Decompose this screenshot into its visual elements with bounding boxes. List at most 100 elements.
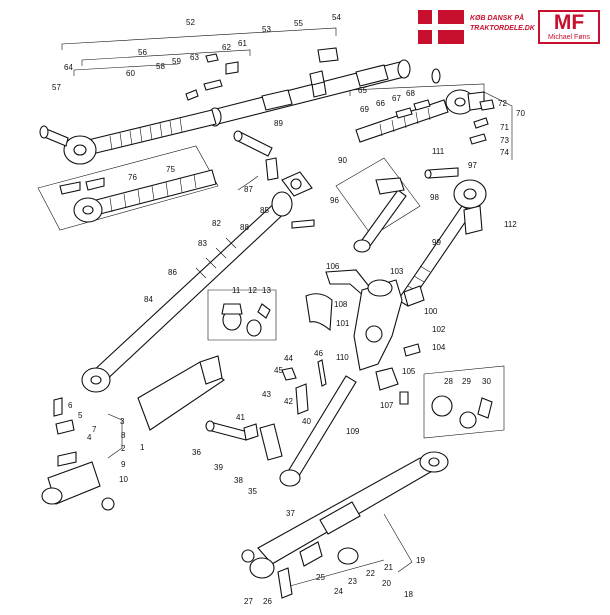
callout-4: 4 <box>87 433 92 442</box>
callout-35: 35 <box>248 487 257 496</box>
callout-40: 40 <box>302 417 311 426</box>
callout-36: 36 <box>192 448 201 457</box>
callout-19: 19 <box>416 556 425 565</box>
callout-59: 59 <box>172 57 181 66</box>
callout-66: 66 <box>376 99 385 108</box>
callout-57: 57 <box>52 83 61 92</box>
callout-97: 97 <box>468 161 477 170</box>
callout-67: 67 <box>392 94 401 103</box>
callout-41: 41 <box>236 413 245 422</box>
callout-10: 10 <box>119 475 128 484</box>
logo-text: MF <box>553 11 585 34</box>
top-link-group-outline <box>61 27 513 160</box>
callout-37: 37 <box>286 509 295 518</box>
callout-82: 82 <box>212 219 221 228</box>
callout-62: 62 <box>222 43 231 52</box>
callout-43: 43 <box>262 390 271 399</box>
callout-3: 3 <box>120 417 125 426</box>
callout-89: 89 <box>274 119 283 128</box>
callout-2: 2 <box>121 444 126 453</box>
slogan-line-2: TRAKTORDELE.DK <box>470 25 535 32</box>
callout-42: 42 <box>284 397 293 406</box>
callout-104: 104 <box>432 343 446 352</box>
callout-70: 70 <box>516 109 525 118</box>
top-link-inset <box>37 145 219 231</box>
callout-labels: 1 2 3 4 5 6 7 8 9 10 11 12 13 18 19 20 2… <box>52 13 525 606</box>
callout-71: 71 <box>500 123 509 132</box>
callout-109: 109 <box>346 427 360 436</box>
callout-52: 52 <box>186 18 195 27</box>
mf-logo: MF Michael Føns <box>538 10 600 44</box>
callout-25: 25 <box>316 573 325 582</box>
callout-1: 1 <box>140 443 145 452</box>
callout-46: 46 <box>314 349 323 358</box>
top-link-small-pins <box>185 47 495 145</box>
bushing-inset-28-30 <box>423 365 505 439</box>
lift-rod-right <box>397 167 487 307</box>
callout-11: 11 <box>232 286 241 295</box>
callout-96: 96 <box>330 196 339 205</box>
callout-99: 99 <box>432 238 441 247</box>
levelling-inset <box>335 157 421 253</box>
callout-88: 88 <box>240 223 249 232</box>
pin-89 <box>233 130 273 157</box>
callout-100: 100 <box>424 307 438 316</box>
callout-24: 24 <box>334 587 343 596</box>
callout-85: 85 <box>260 206 269 215</box>
callout-112: 112 <box>504 220 517 229</box>
callout-68: 68 <box>406 89 415 98</box>
callout-23: 23 <box>348 577 357 586</box>
callout-55: 55 <box>294 19 303 28</box>
top-link-left-end <box>39 109 217 165</box>
callout-73: 73 <box>500 136 509 145</box>
callout-8: 8 <box>121 431 126 440</box>
callout-69: 69 <box>360 105 369 114</box>
callout-110: 110 <box>336 353 349 362</box>
callout-22: 22 <box>366 569 375 578</box>
callout-26: 26 <box>263 597 272 606</box>
callout-45: 45 <box>274 366 283 375</box>
logo-subtitle: Michael Føns <box>547 34 590 41</box>
callout-28: 28 <box>444 377 453 386</box>
callout-107: 107 <box>380 401 394 410</box>
stabiliser-assembly <box>137 355 357 487</box>
callout-83: 83 <box>198 239 207 248</box>
brand-slogan: KØB DANSK PÅ TRAKTORDELE.DK <box>470 14 540 34</box>
callout-39: 39 <box>214 463 223 472</box>
callout-18: 18 <box>404 590 413 599</box>
danish-flag-icon <box>418 10 464 44</box>
callout-58: 58 <box>156 62 165 71</box>
callout-72: 72 <box>498 99 507 108</box>
lower-link-left-end <box>41 397 115 511</box>
callout-98: 98 <box>430 193 439 202</box>
callout-106: 106 <box>326 262 340 271</box>
callout-20: 20 <box>382 579 391 588</box>
bushing-inset-11-13 <box>207 289 277 341</box>
callout-101: 101 <box>336 319 350 328</box>
slogan-line-1: KØB DANSK PÅ <box>470 15 525 22</box>
callout-102: 102 <box>432 325 446 334</box>
callout-13: 13 <box>262 286 271 295</box>
top-link-tube <box>208 59 411 127</box>
callout-21: 21 <box>384 563 393 572</box>
callout-29: 29 <box>462 377 471 386</box>
lift-rod-left <box>81 157 315 393</box>
callout-38: 38 <box>234 476 243 485</box>
brand-header: KØB DANSK PÅ TRAKTORDELE.DK MF Michael F… <box>414 8 604 48</box>
callout-7: 7 <box>92 425 97 434</box>
callout-44: 44 <box>284 354 293 363</box>
callout-111: 111 <box>432 147 445 156</box>
callout-64: 64 <box>64 63 73 72</box>
callout-5: 5 <box>78 411 83 420</box>
callout-54: 54 <box>332 13 341 22</box>
callout-103: 103 <box>390 267 404 276</box>
callout-27: 27 <box>244 597 253 606</box>
callout-76: 76 <box>128 173 137 182</box>
levelling-lever <box>305 269 421 405</box>
callout-87: 87 <box>244 185 253 194</box>
callout-108: 108 <box>334 300 348 309</box>
callout-9: 9 <box>121 460 126 469</box>
callout-65: 65 <box>358 86 367 95</box>
callout-12: 12 <box>248 286 257 295</box>
